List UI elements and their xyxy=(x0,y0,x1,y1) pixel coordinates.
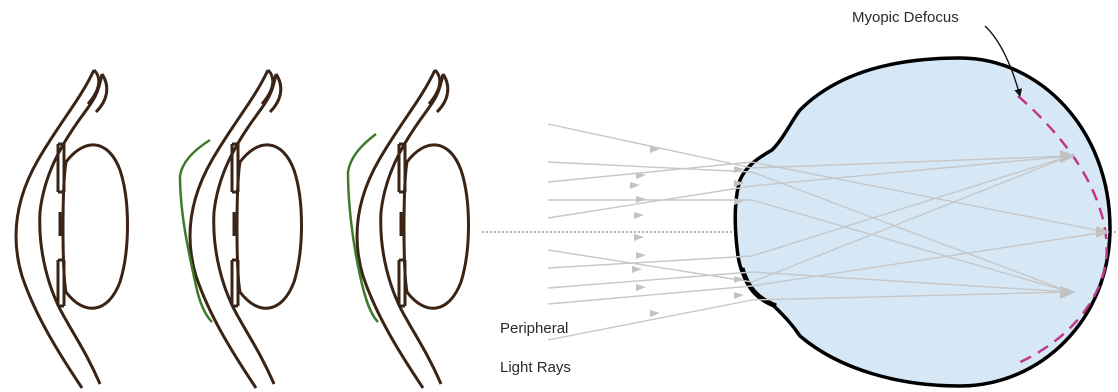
eye-section-2 xyxy=(180,70,302,388)
contact-lens-2 xyxy=(348,134,378,322)
myopic-defocus-label: Myopic Defocus xyxy=(852,9,959,26)
eye-section-3 xyxy=(348,70,469,388)
peripheral-label-line1: Peripheral xyxy=(500,320,568,337)
eye-section-1 xyxy=(16,70,128,388)
peripheral-label-line2: Light Rays xyxy=(500,359,571,376)
